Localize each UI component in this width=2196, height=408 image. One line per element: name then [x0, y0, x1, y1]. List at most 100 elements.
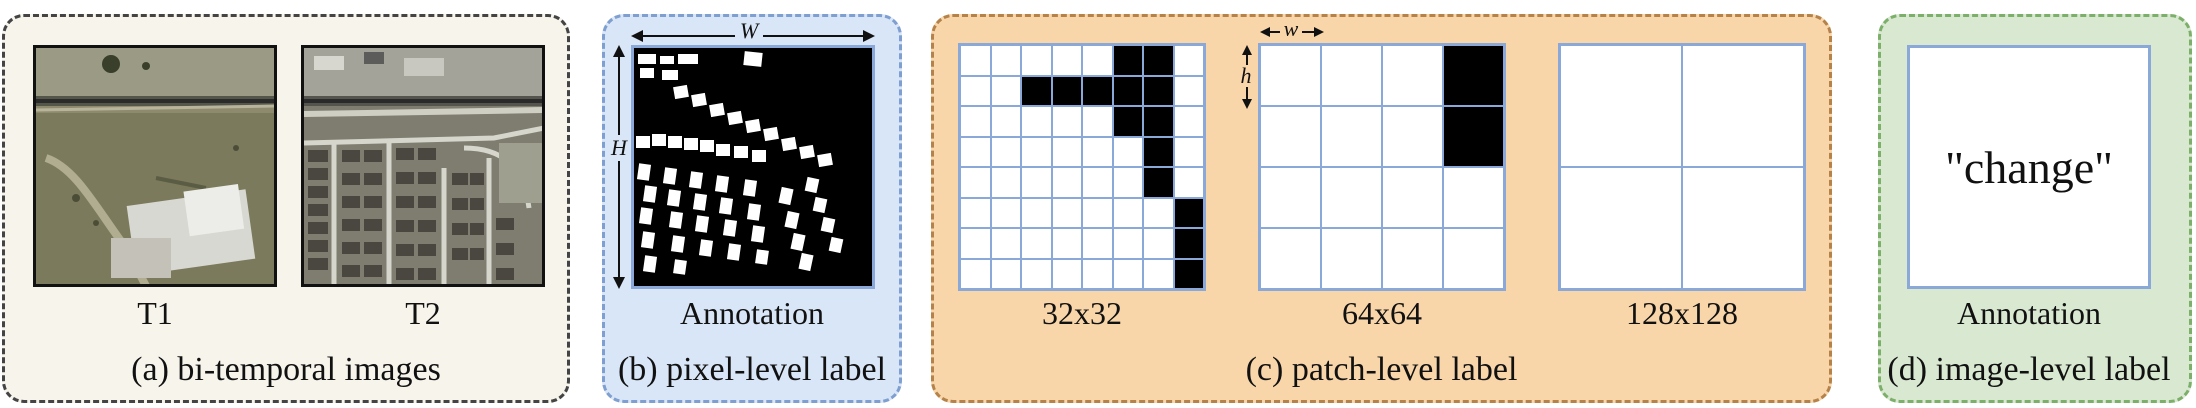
patch-cell-nochange: [1021, 258, 1052, 289]
patch-cell-nochange: [1443, 167, 1504, 228]
patch-cell-nochange: [960, 167, 991, 198]
patch-cell-nochange: [960, 197, 991, 228]
patch-cell-nochange: [1143, 197, 1174, 228]
patch-cell-nochange: [1260, 228, 1321, 289]
patch-cell-nochange: [1560, 45, 1682, 167]
patch-cell-change: [1143, 136, 1174, 167]
patch-cell-nochange: [960, 258, 991, 289]
patch-cell-nochange: [1082, 167, 1113, 198]
patch-cell-change: [1112, 45, 1143, 76]
patch-cell-change: [1173, 197, 1204, 228]
patch-cell-nochange: [1173, 106, 1204, 137]
patch-cell-nochange: [1260, 167, 1321, 228]
patch-cell-change: [1143, 75, 1174, 106]
height-dimension-arrow: [613, 45, 625, 289]
patch-cell-nochange: [1112, 136, 1143, 167]
patch-cell-nochange: [1051, 258, 1082, 289]
patch-cell-nochange: [1173, 45, 1204, 76]
patch-cell-change: [1443, 106, 1504, 167]
patch-cell-nochange: [1173, 136, 1204, 167]
patch-cell-nochange: [1051, 45, 1082, 76]
panel-d-caption: (d) image-level label: [1887, 351, 2171, 388]
patch-grid-32: [958, 43, 1206, 291]
patch-cell-nochange: [1021, 136, 1052, 167]
patch-cell-nochange: [990, 136, 1021, 167]
patch-cell-nochange: [960, 75, 991, 106]
patch-cell-nochange: [1112, 228, 1143, 259]
image-level-value: "change": [1945, 141, 2113, 193]
patch-cell-nochange: [960, 45, 991, 76]
panel-a-caption: (a) bi-temporal images: [131, 351, 441, 388]
patch-cell-nochange: [1021, 167, 1052, 198]
patch-grid-128: [1558, 43, 1806, 291]
panel-b-caption: (b) pixel-level label: [617, 351, 887, 388]
patch-cell-nochange: [1682, 45, 1804, 167]
patch-cell-change: [1112, 75, 1143, 106]
width-symbol: W: [735, 18, 763, 44]
patch-cell-nochange: [960, 228, 991, 259]
t2-label: T2: [405, 295, 441, 331]
patch-cell-change: [1443, 45, 1504, 106]
panel-c-caption: (c) patch-level label: [1245, 351, 1518, 388]
patch-cell-nochange: [1051, 197, 1082, 228]
patch-cell-change: [1143, 106, 1174, 137]
patch-cell-nochange: [990, 228, 1021, 259]
panel-bi-temporal-images: T1 T2 (a) bi-temporal images: [2, 14, 570, 403]
patch-cell-nochange: [1382, 106, 1443, 167]
patch-cell-nochange: [1051, 136, 1082, 167]
patch-cell-change: [1173, 258, 1204, 289]
patch-cell-nochange: [960, 106, 991, 137]
image-level-annotation-box: "change": [1907, 45, 2151, 289]
patch-cell-nochange: [990, 45, 1021, 76]
patch-cell-nochange: [1082, 106, 1113, 137]
patch-cell-change: [1143, 167, 1174, 198]
patch-cell-change: [1021, 75, 1052, 106]
patch-cell-nochange: [1382, 167, 1443, 228]
patch-cell-change: [1173, 228, 1204, 259]
patch-cell-nochange: [990, 167, 1021, 198]
patch-cell-nochange: [1321, 228, 1382, 289]
patch-cell-nochange: [1082, 228, 1113, 259]
patch-cell-nochange: [1021, 228, 1052, 259]
patch-cell-nochange: [1051, 106, 1082, 137]
patch-cell-nochange: [1382, 228, 1443, 289]
patch-cell-nochange: [1443, 228, 1504, 289]
patch-cell-nochange: [1260, 106, 1321, 167]
panel-patch-level-label: w h 32x32 64x64 128x128 (c) patch-level …: [931, 14, 1832, 403]
pixel-annotation-mask: [631, 45, 875, 289]
patch-cell-nochange: [990, 197, 1021, 228]
grid-128-label: 128x128: [1626, 295, 1738, 331]
patch-cell-nochange: [1321, 106, 1382, 167]
grid-32-label: 32x32: [1042, 295, 1122, 331]
patch-cell-nochange: [1173, 75, 1204, 106]
patch-cell-nochange: [960, 136, 991, 167]
patch-cell-nochange: [1082, 197, 1113, 228]
patch-cell-nochange: [1082, 136, 1113, 167]
patch-cell-nochange: [990, 258, 1021, 289]
panel-image-level-label: "change" Annotation (d) image-level labe…: [1878, 14, 2192, 403]
patch-cell-nochange: [1143, 228, 1174, 259]
patch-cell-nochange: [1560, 167, 1682, 289]
patch-height-symbol: h: [1236, 65, 1256, 87]
patch-cell-nochange: [1112, 167, 1143, 198]
height-symbol: H: [607, 135, 631, 161]
patch-cell-nochange: [1321, 45, 1382, 106]
patch-cell-nochange: [1021, 197, 1052, 228]
patch-cell-change: [1143, 45, 1174, 76]
patch-cell-nochange: [1143, 258, 1174, 289]
panel-b-annotation-label: Annotation: [680, 295, 824, 331]
panel-pixel-level-label: W H: [602, 14, 902, 403]
patch-cell-change: [1112, 106, 1143, 137]
patch-cell-nochange: [1112, 258, 1143, 289]
patch-cell-nochange: [1112, 197, 1143, 228]
patch-cell-nochange: [990, 106, 1021, 137]
patch-cell-nochange: [1382, 45, 1443, 106]
patch-cell-nochange: [990, 75, 1021, 106]
patch-cell-nochange: [1082, 45, 1113, 76]
patch-width-symbol: w: [1280, 17, 1302, 41]
t2-satellite-image: [301, 45, 545, 287]
patch-cell-nochange: [1082, 258, 1113, 289]
t1-label: T1: [137, 295, 173, 331]
patch-cell-nochange: [1260, 45, 1321, 106]
patch-cell-nochange: [1021, 106, 1052, 137]
